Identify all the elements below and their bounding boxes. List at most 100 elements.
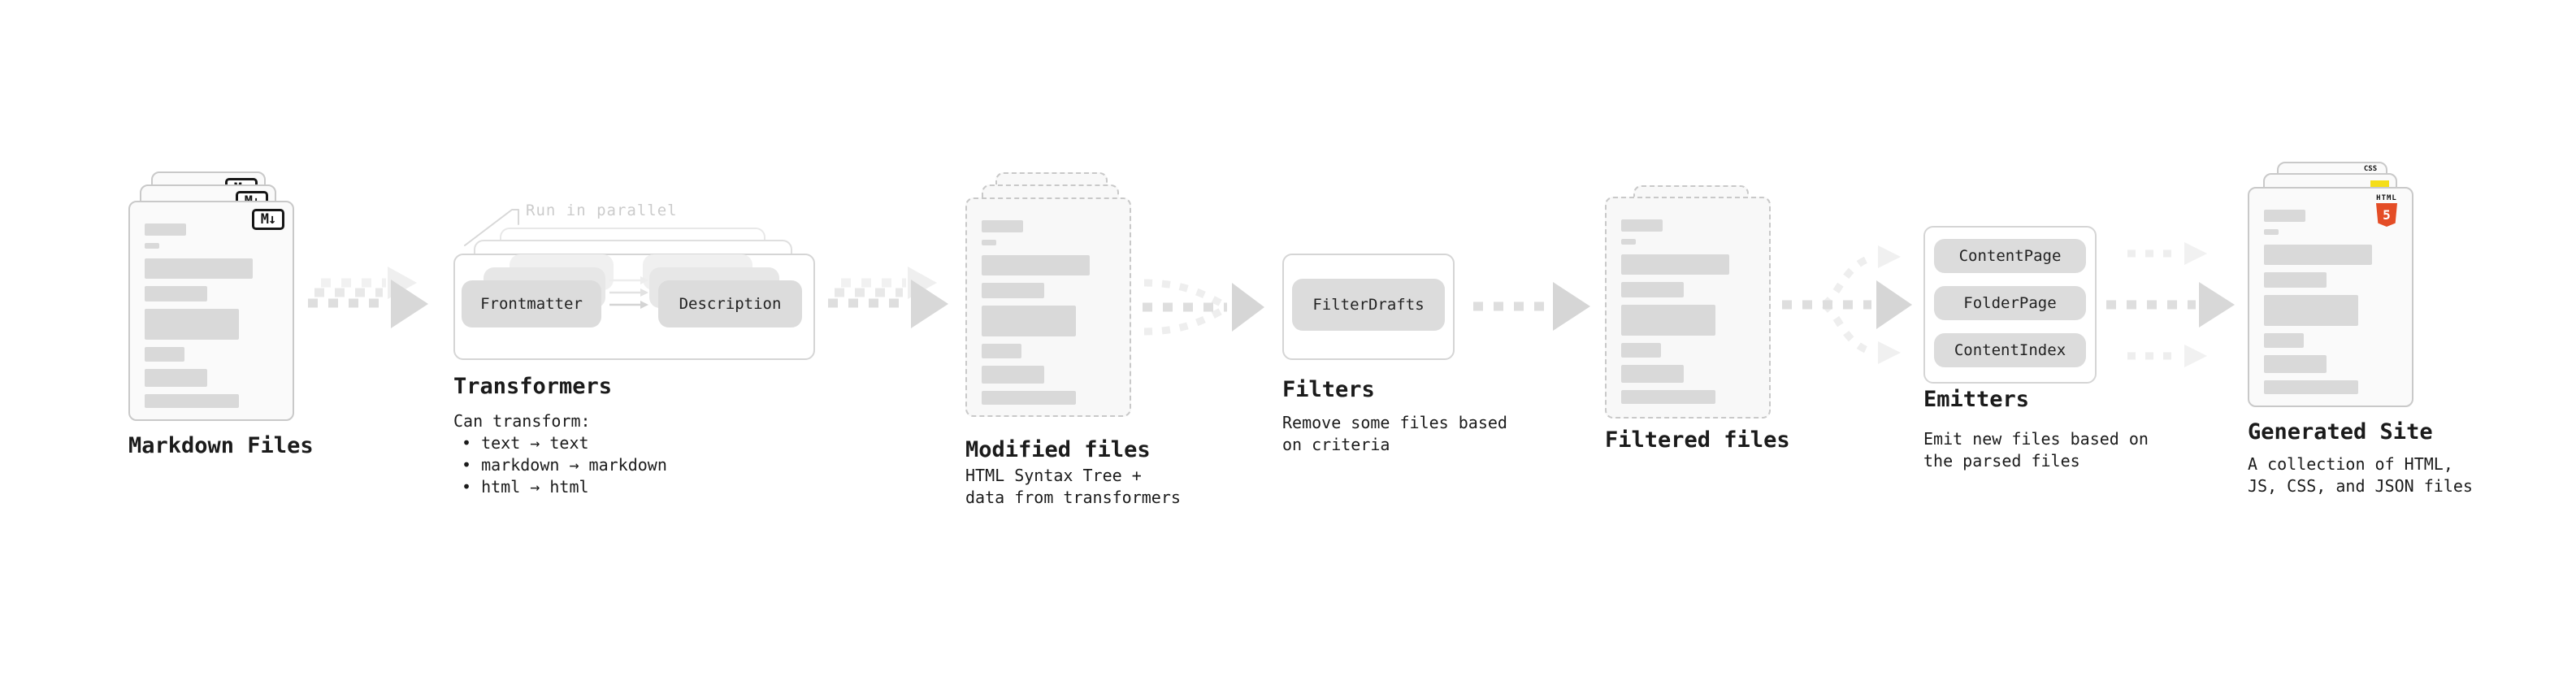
- arrowhead-icon: [2184, 242, 2207, 265]
- frontmatter-to-description-arrows: [609, 273, 655, 317]
- placeholder-bar: [145, 223, 186, 236]
- filtered-files-title: Filtered files: [1605, 427, 1790, 453]
- placeholder-bar: [982, 240, 997, 245]
- desc-line: HTML Syntax Tree +: [965, 466, 1142, 485]
- arrow-transformers-to-modified: [825, 260, 959, 340]
- modified-files-stack: [965, 172, 1169, 432]
- desc-line: JS, CSS, and JSON files: [2248, 476, 2473, 496]
- modified-files-description: HTML Syntax Tree + data from transformer…: [965, 465, 1181, 509]
- run-in-parallel-note: Run in parallel: [526, 202, 678, 219]
- html5-icon-shield: 5: [2376, 203, 2397, 227]
- placeholder-bar: [145, 243, 160, 249]
- placeholder-bar: [1621, 282, 1685, 297]
- placeholder-bar: [2264, 295, 2359, 326]
- placeholder-bar: [145, 369, 208, 387]
- desc-line: Emit new files based on: [1923, 429, 2149, 449]
- placeholder-bar: [982, 283, 1045, 298]
- placeholder-bar: [982, 255, 1090, 275]
- arrowhead-icon: [1878, 341, 1901, 364]
- emitter-content-page-pill: ContentPage: [1934, 239, 2086, 273]
- arrowhead-icon: [391, 280, 428, 328]
- arrowhead-icon: [1553, 282, 1590, 331]
- modified-files-title: Modified files: [965, 437, 1151, 462]
- arrowhead-icon: [1232, 283, 1264, 332]
- arrowhead-icon: [640, 288, 648, 297]
- doc-text-placeholder: [2249, 189, 2412, 394]
- filtered-doc-front: [1605, 197, 1771, 419]
- markdown-files-title: Markdown Files: [128, 433, 314, 458]
- placeholder-bar: [982, 344, 1022, 358]
- arrowhead-icon: [1876, 280, 1912, 329]
- doc-text-placeholder: [967, 199, 1130, 405]
- desc-line: on criteria: [1282, 435, 1390, 454]
- filtered-files-stack: [1605, 185, 1808, 445]
- placeholder-bar: [982, 366, 1045, 384]
- connector-line: [464, 209, 519, 246]
- placeholder-bar: [1621, 254, 1729, 275]
- generated-site-description: A collection of HTML, JS, CSS, and JSON …: [2248, 453, 2473, 497]
- filters-description: Remove some files based on criteria: [1282, 412, 1507, 456]
- arrow-markdown-to-transformers: [305, 260, 439, 340]
- doc-text-placeholder: [130, 202, 293, 408]
- placeholder-bar: [1621, 239, 1637, 245]
- doc-text-placeholder: [1607, 198, 1769, 404]
- placeholder-bar: [2264, 333, 2305, 348]
- emitter-content-index-pill: ContentIndex: [1934, 333, 2086, 367]
- emitters-title: Emitters: [1923, 387, 2030, 412]
- diverging-path: [1822, 253, 1876, 308]
- desc-line: the parsed files: [1923, 451, 2080, 471]
- transformers-title: Transformers: [453, 374, 613, 399]
- placeholder-bar: [1621, 390, 1716, 404]
- html5-icon: HTML 5: [2374, 194, 2400, 227]
- placeholder-bar: [982, 306, 1077, 336]
- arrowhead-icon: [2199, 282, 2235, 327]
- emitters-description: Emit new files based on the parsed files: [1923, 428, 2149, 472]
- filters-title: Filters: [1282, 377, 1375, 402]
- arrowhead-icon: [640, 301, 648, 309]
- placeholder-bar: [2264, 272, 2327, 288]
- placeholder-bar: [145, 309, 240, 340]
- desc-line: Can transform:: [453, 411, 591, 431]
- desc-bullet: • text → text: [462, 433, 589, 453]
- filter-drafts-pill: FilterDrafts: [1292, 279, 1445, 331]
- arrow-modified-to-filters: [1136, 268, 1270, 349]
- modified-doc-front: [965, 197, 1131, 417]
- placeholder-bar: [2264, 380, 2359, 394]
- placeholder-bar: [1621, 305, 1716, 336]
- arrow-emitters-to-generated: [2103, 236, 2245, 377]
- desc-bullet: • markdown → markdown: [462, 455, 667, 475]
- placeholder-bar: [145, 286, 208, 301]
- desc-line: Remove some files based: [1282, 413, 1507, 432]
- placeholder-bar: [2264, 229, 2279, 235]
- transformers-description: Can transform: • text → text • markdown …: [453, 410, 667, 498]
- arrowhead-icon: [1878, 245, 1901, 268]
- generated-doc-front: HTML 5: [2248, 187, 2413, 407]
- arrowhead-icon: [640, 276, 648, 284]
- arrow-filtered-to-emitters: [1776, 236, 1918, 377]
- placeholder-bar: [982, 220, 1023, 232]
- arrowhead-icon: [2184, 345, 2207, 367]
- placeholder-bar: [1621, 219, 1663, 232]
- arrow-filters-to-filtered: [1467, 272, 1597, 344]
- markdown-icon: M↓: [252, 209, 284, 230]
- converging-path: [1143, 279, 1225, 307]
- placeholder-bar: [145, 347, 185, 362]
- generated-site-title: Generated Site: [2248, 419, 2433, 445]
- desc-bullet: • html → html: [462, 477, 589, 497]
- arrowhead-icon: [911, 280, 948, 328]
- diverging-path: [1822, 301, 1876, 357]
- placeholder-bar: [2264, 355, 2327, 373]
- desc-line: A collection of HTML,: [2248, 454, 2453, 474]
- run-in-parallel-connector: [455, 203, 536, 255]
- transformer-frontmatter-pill: Frontmatter: [462, 280, 601, 327]
- html5-icon-label: HTML: [2376, 194, 2397, 202]
- css-icon-label: CSS: [2363, 165, 2378, 173]
- placeholder-bar: [145, 394, 240, 408]
- generated-site-stack: CSS HTML 5: [2248, 162, 2451, 422]
- placeholder-bar: [1621, 365, 1685, 383]
- placeholder-bar: [2264, 210, 2305, 222]
- desc-line: data from transformers: [965, 488, 1181, 507]
- placeholder-bar: [982, 391, 1077, 405]
- markdown-files-stack: M↓ M↓ M↓: [128, 171, 332, 432]
